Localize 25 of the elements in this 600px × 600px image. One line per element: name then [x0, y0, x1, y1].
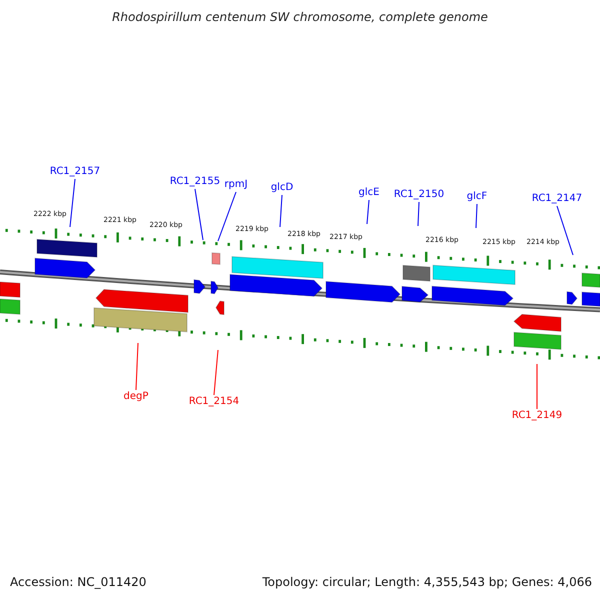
- gene-label: RC1_2149: [512, 411, 562, 421]
- leader-line: [218, 192, 236, 242]
- footer-text: Accession: NC_011420: [10, 576, 146, 588]
- leader-line: [136, 342, 138, 390]
- gene-label: degP: [124, 392, 148, 402]
- gene-label: glcF: [466, 192, 488, 202]
- leader-line: [418, 202, 420, 226]
- gene-label: RC1_2157: [50, 167, 100, 177]
- leader-line: [280, 194, 282, 228]
- leader-line: [70, 178, 76, 228]
- leader-line: [536, 364, 538, 410]
- gene-label: glcD: [270, 183, 294, 193]
- gene-label: RC1_2150: [394, 190, 444, 200]
- leader-line: [194, 188, 204, 240]
- gene-label: rpmJ: [224, 180, 248, 190]
- leader-line: [476, 204, 478, 228]
- gene-label: RC1_2147: [532, 194, 582, 204]
- footer-text: Topology: circular; Length: 4,355,543 bp; Genes: 4,066: [262, 576, 592, 588]
- gene-label: RC1_2154: [188, 397, 240, 407]
- leader-line: [366, 200, 370, 224]
- title: Rhodospirillum centenum SW chromosome, complete genome: [112, 11, 488, 23]
- gene-label: RC1_2155: [170, 177, 220, 187]
- leader-line: [214, 350, 218, 396]
- gene-label: glcE: [358, 188, 380, 198]
- leader-line: [556, 206, 574, 256]
